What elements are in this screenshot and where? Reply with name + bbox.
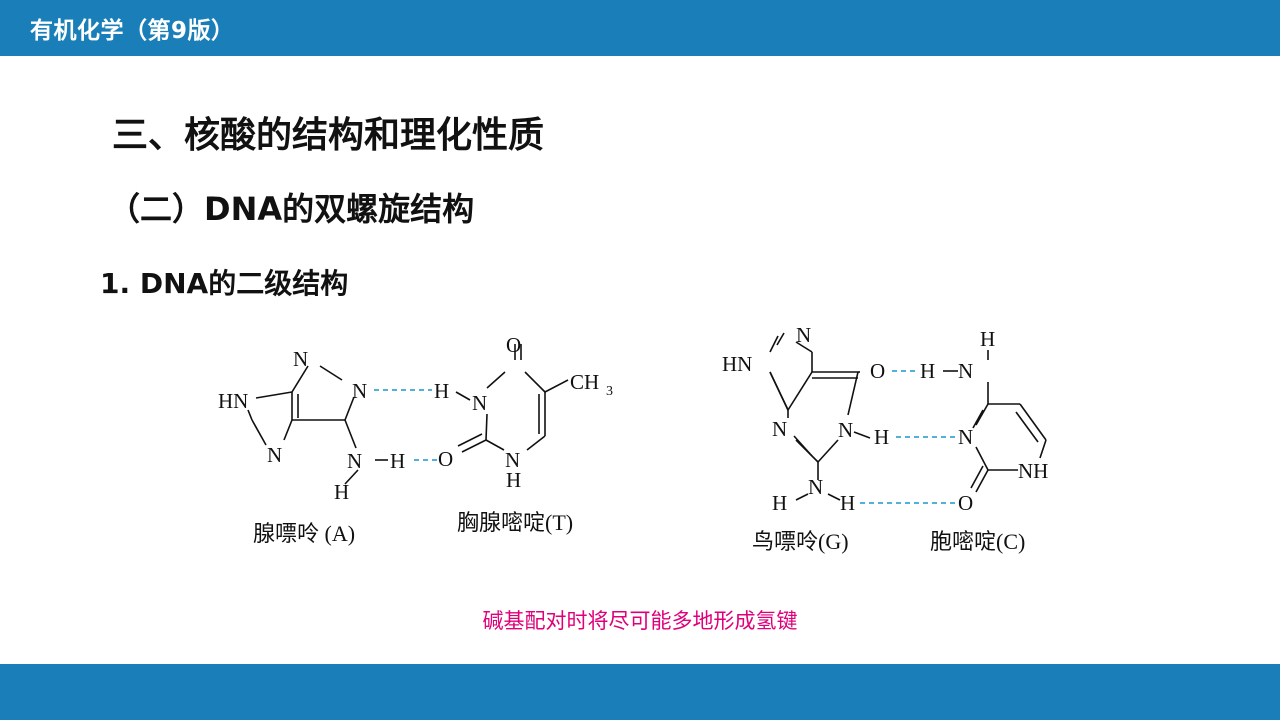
hydrogen-bonds (374, 370, 956, 504)
atom-n: N (808, 475, 823, 499)
atom-n: N (347, 449, 362, 473)
guanine-label: 鸟嘌呤(G) (752, 529, 849, 554)
atom-h: H (920, 359, 935, 383)
atom-n: N (772, 417, 787, 441)
header-bar: 有机化学（第9版） (0, 0, 1280, 56)
atom-n: N (505, 448, 520, 472)
footer-bar (0, 664, 1280, 720)
atom-o: O (958, 491, 973, 515)
cytosine-label: 胞嘧啶(C) (930, 529, 1025, 554)
atom-ch: CH (570, 370, 599, 394)
atom-n: N (293, 347, 308, 371)
atom-n: N (267, 443, 282, 467)
atom-h: H (506, 468, 521, 492)
atom-h: H (390, 449, 405, 473)
atom-o: O (506, 333, 521, 357)
atom-h: H (334, 480, 349, 504)
atom-h: H (840, 491, 855, 515)
bonds (247, 332, 1047, 501)
atom-n: N (796, 323, 811, 347)
atom-n: N (472, 391, 487, 415)
adenine-label: 腺嘌呤 (A) (253, 521, 355, 546)
atom-hn: HN (722, 352, 752, 376)
atom-h: H (434, 379, 449, 403)
atom-n: N (352, 379, 367, 403)
atom-o: O (438, 447, 453, 471)
atom-n: N (838, 418, 853, 442)
atom-nh: NH (1018, 459, 1048, 483)
atom-hn: HN (218, 389, 248, 413)
atom-o: O (870, 359, 885, 383)
topic-heading: 1. DNA的二级结构 (100, 267, 349, 300)
thymine-label: 胸腺嘧啶(T) (457, 510, 573, 535)
atom-h: H (980, 327, 995, 351)
subscript-3: 3 (606, 384, 613, 399)
subsection-heading: （二）DNA的双螺旋结构 (108, 190, 475, 228)
section-heading: 三、核酸的结构和理化性质 (112, 115, 545, 156)
course-title: 有机化学（第9版） (30, 18, 235, 44)
atom-h: H (772, 491, 787, 515)
pairing-note: 碱基配对时将尽可能多地形成氢键 (482, 609, 798, 633)
atom-n: N (958, 425, 973, 449)
atom-n: N (958, 359, 973, 383)
atom-h: H (874, 425, 889, 449)
